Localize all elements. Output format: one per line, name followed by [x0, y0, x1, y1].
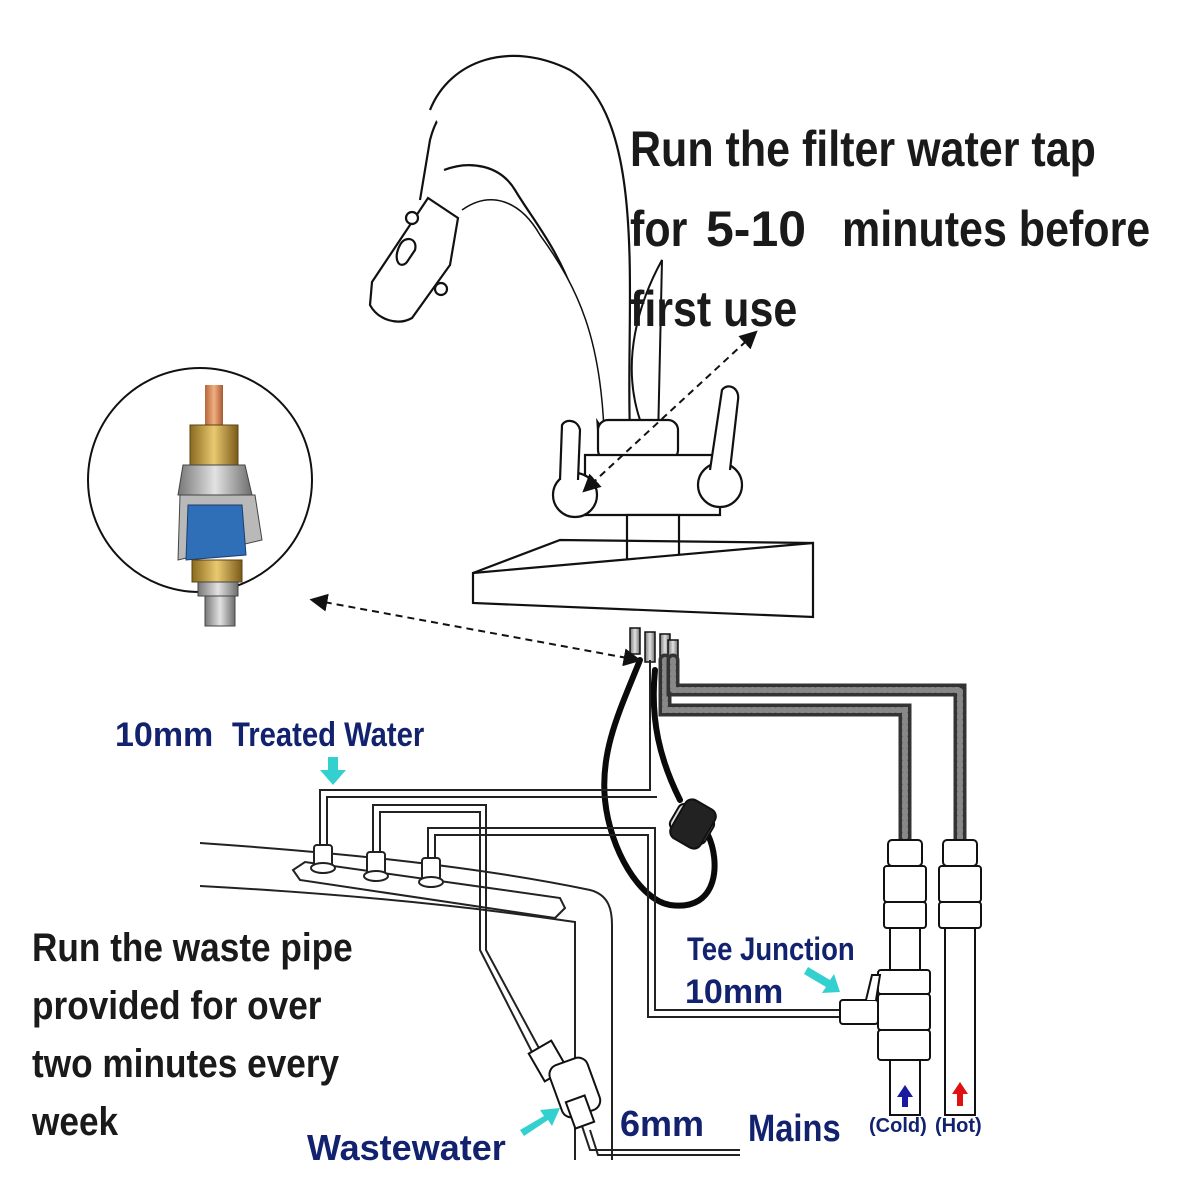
connector-magnifier — [87, 367, 313, 627]
sink-counter — [199, 842, 613, 1160]
waste-valve — [527, 1039, 602, 1130]
cyan-arrow-icon — [804, 967, 840, 993]
waste-pipe-instruction-line4: week — [32, 1100, 119, 1144]
cold-supply-label: (Cold) — [869, 1115, 927, 1137]
braided-hoses — [658, 653, 967, 847]
filter-tap-instruction-line3: first use — [630, 281, 798, 337]
filter-tap-instruction-line2-prefix: for — [630, 201, 688, 257]
filter-tap-instruction-line2-suffix: minutes before — [842, 201, 1151, 257]
cyan-arrow-icon — [520, 1108, 560, 1136]
waste-pipe-instruction-line1: Run the waste pipe — [32, 926, 353, 970]
treated-water-label: Treated Water — [232, 716, 425, 754]
filter-connectors — [310, 844, 444, 888]
waste-pipe-size-label: 6mm — [620, 1103, 705, 1144]
dashed-arrows — [309, 330, 758, 667]
flexible-hoses — [601, 657, 718, 909]
cyan-arrow-icon — [320, 757, 346, 785]
tee-junction-label: Tee Junction — [687, 931, 855, 967]
hot-supply-label: (Hot) — [935, 1115, 982, 1137]
red-up-arrow-icon — [952, 1082, 968, 1106]
blue-up-arrow-icon — [897, 1085, 913, 1107]
filter-tap-instruction-line1: Run the filter water tap — [630, 121, 1096, 177]
waste-pipe-instruction-line2: provided for over — [32, 984, 322, 1028]
treated-water-size-label: 10mm — [115, 716, 214, 754]
filter-tap-instruction-duration: 5-10 — [706, 201, 807, 257]
inline-filter — [668, 798, 717, 850]
waste-pipe-instruction-line3: two minutes every — [32, 1042, 340, 1086]
mains-label: Mains — [748, 1108, 841, 1150]
supply-pipes — [839, 839, 982, 1116]
filter-lines — [319, 660, 840, 1156]
tee-junction-size-label: 10mm — [685, 973, 784, 1011]
wastewater-label: Wastewater — [307, 1127, 506, 1168]
